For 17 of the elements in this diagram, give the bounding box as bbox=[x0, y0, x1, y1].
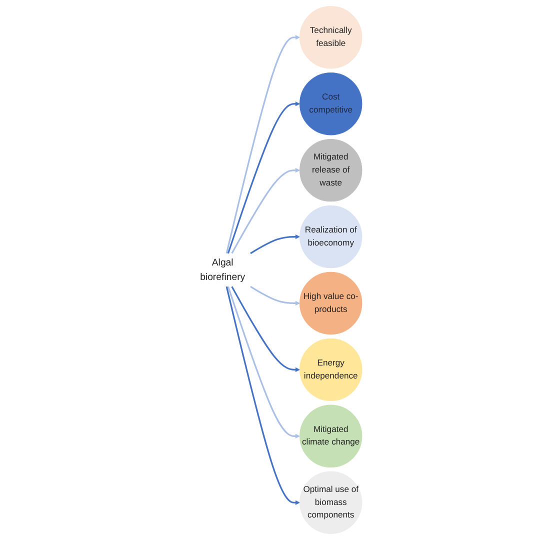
arrow bbox=[226, 35, 300, 254]
node-circle: Energy independence bbox=[299, 338, 362, 402]
node-circle: Realization of bioeconomy bbox=[299, 205, 362, 268]
arrow bbox=[231, 168, 300, 254]
arrow bbox=[250, 234, 300, 254]
node-circle: High value co-products bbox=[299, 272, 362, 335]
node-circle: Cost competitive bbox=[299, 72, 362, 136]
arrow bbox=[231, 286, 300, 372]
arrow bbox=[226, 286, 300, 505]
arrow bbox=[227, 286, 300, 439]
node-circle: Mitigated climate change bbox=[299, 404, 362, 468]
arrow bbox=[250, 286, 300, 306]
node-circle: Technically feasible bbox=[299, 6, 362, 69]
node-text: Algal biorefinery bbox=[200, 257, 245, 282]
arrow bbox=[227, 101, 300, 254]
node-circle: Mitigated release of waste bbox=[299, 138, 362, 202]
node-circle: Optimal use of biomass components bbox=[299, 471, 362, 534]
